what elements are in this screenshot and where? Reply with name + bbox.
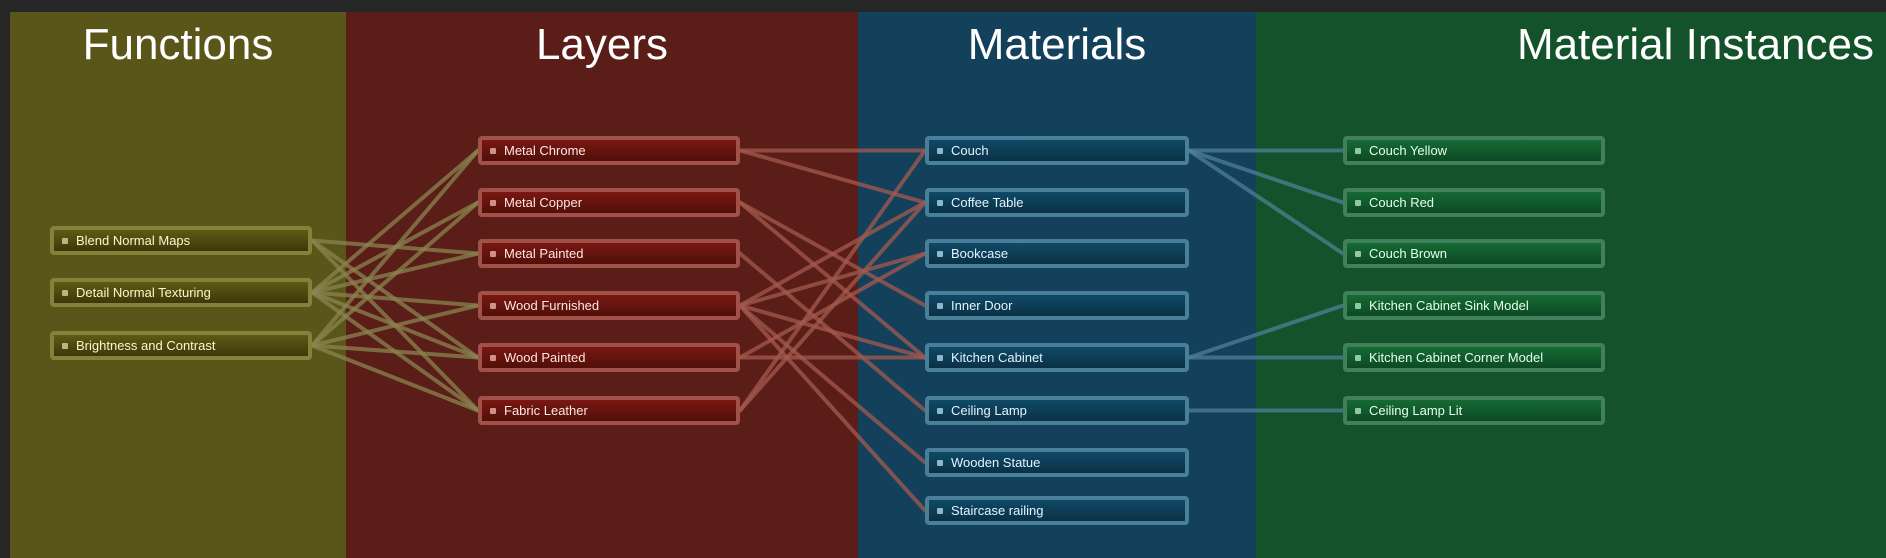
node-label: Fabric Leather (504, 403, 588, 418)
material-node[interactable]: Bookcase (925, 239, 1189, 268)
node-pin-icon (1355, 250, 1361, 257)
node-label: Inner Door (951, 298, 1013, 313)
node-label: Couch Red (1369, 195, 1435, 210)
node-label: Kitchen Cabinet (951, 350, 1043, 365)
layer-node[interactable]: Fabric Leather (478, 396, 740, 425)
layer-node[interactable]: Metal Chrome (478, 136, 740, 165)
materials-column-title: Materials (967, 20, 1147, 69)
node-pin-icon (490, 250, 496, 257)
material-instance-node[interactable]: Kitchen Cabinet Sink Model (1343, 291, 1605, 320)
function-node[interactable]: Blend Normal Maps (50, 226, 312, 255)
node-label: Staircase railing (951, 503, 1044, 518)
node-pin-icon (937, 407, 943, 414)
node-pin-icon (1355, 147, 1361, 154)
node-label: Coffee Table (951, 195, 1024, 210)
node-pin-icon (62, 289, 68, 296)
material-node[interactable]: Wooden Statue (925, 448, 1189, 477)
layer-node[interactable]: Wood Furnished (478, 291, 740, 320)
node-label: Metal Chrome (504, 143, 586, 158)
node-label: Metal Copper (504, 195, 583, 210)
material-node[interactable]: Ceiling Lamp (925, 396, 1189, 425)
node-label: Ceiling Lamp Lit (1369, 403, 1463, 418)
node-label: Couch Yellow (1369, 143, 1448, 158)
node-label: Ceiling Lamp (951, 403, 1027, 418)
node-label: Kitchen Cabinet Sink Model (1369, 298, 1529, 313)
node-label: Metal Painted (504, 246, 584, 261)
node-pin-icon (937, 147, 943, 154)
node-pin-icon (937, 354, 943, 361)
material-node[interactable]: Inner Door (925, 291, 1189, 320)
layers-column-title: Layers (535, 20, 669, 69)
function-node[interactable]: Detail Normal Texturing (50, 278, 312, 307)
material-instance-node[interactable]: Couch Red (1343, 188, 1605, 217)
material-instance-node[interactable]: Couch Yellow (1343, 136, 1605, 165)
layer-node[interactable]: Metal Painted (478, 239, 740, 268)
function-node[interactable]: Brightness and Contrast (50, 331, 312, 360)
material-node[interactable]: Couch (925, 136, 1189, 165)
node-label: Detail Normal Texturing (76, 285, 211, 300)
functions-column-title: Functions (82, 20, 274, 69)
material-instance-node[interactable]: Couch Brown (1343, 239, 1605, 268)
node-pin-icon (937, 507, 943, 514)
node-pin-icon (937, 459, 943, 466)
material-node[interactable]: Kitchen Cabinet (925, 343, 1189, 372)
layers-column: Layers (346, 12, 858, 558)
node-pin-icon (1355, 407, 1361, 414)
material-instance-node[interactable]: Kitchen Cabinet Corner Model (1343, 343, 1605, 372)
material-instance-node[interactable]: Ceiling Lamp Lit (1343, 396, 1605, 425)
material-node[interactable]: Coffee Table (925, 188, 1189, 217)
layer-node[interactable]: Wood Painted (478, 343, 740, 372)
node-label: Couch Brown (1369, 246, 1448, 261)
node-pin-icon (490, 302, 496, 309)
node-label: Couch (951, 143, 989, 158)
material-instances-column: Material Instances (1256, 12, 1886, 558)
node-pin-icon (1355, 354, 1361, 361)
node-pin-icon (490, 199, 496, 206)
node-pin-icon (937, 199, 943, 206)
node-label: Wood Painted (504, 350, 586, 365)
node-label: Kitchen Cabinet Corner Model (1369, 350, 1544, 365)
node-pin-icon (937, 250, 943, 257)
layer-node[interactable]: Metal Copper (478, 188, 740, 217)
node-pin-icon (937, 302, 943, 309)
node-pin-icon (1355, 302, 1361, 309)
material-instances-column-title: Material Instances (1516, 20, 1874, 69)
node-pin-icon (1355, 199, 1361, 206)
node-pin-icon (490, 354, 496, 361)
node-pin-icon (62, 237, 68, 244)
node-label: Bookcase (951, 246, 1009, 261)
node-label: Brightness and Contrast (76, 338, 216, 353)
node-label: Wooden Statue (951, 455, 1041, 470)
node-pin-icon (490, 407, 496, 414)
node-label: Wood Furnished (504, 298, 600, 313)
node-pin-icon (62, 342, 68, 349)
material-node[interactable]: Staircase railing (925, 496, 1189, 525)
node-pin-icon (490, 147, 496, 154)
node-label: Blend Normal Maps (76, 233, 191, 248)
